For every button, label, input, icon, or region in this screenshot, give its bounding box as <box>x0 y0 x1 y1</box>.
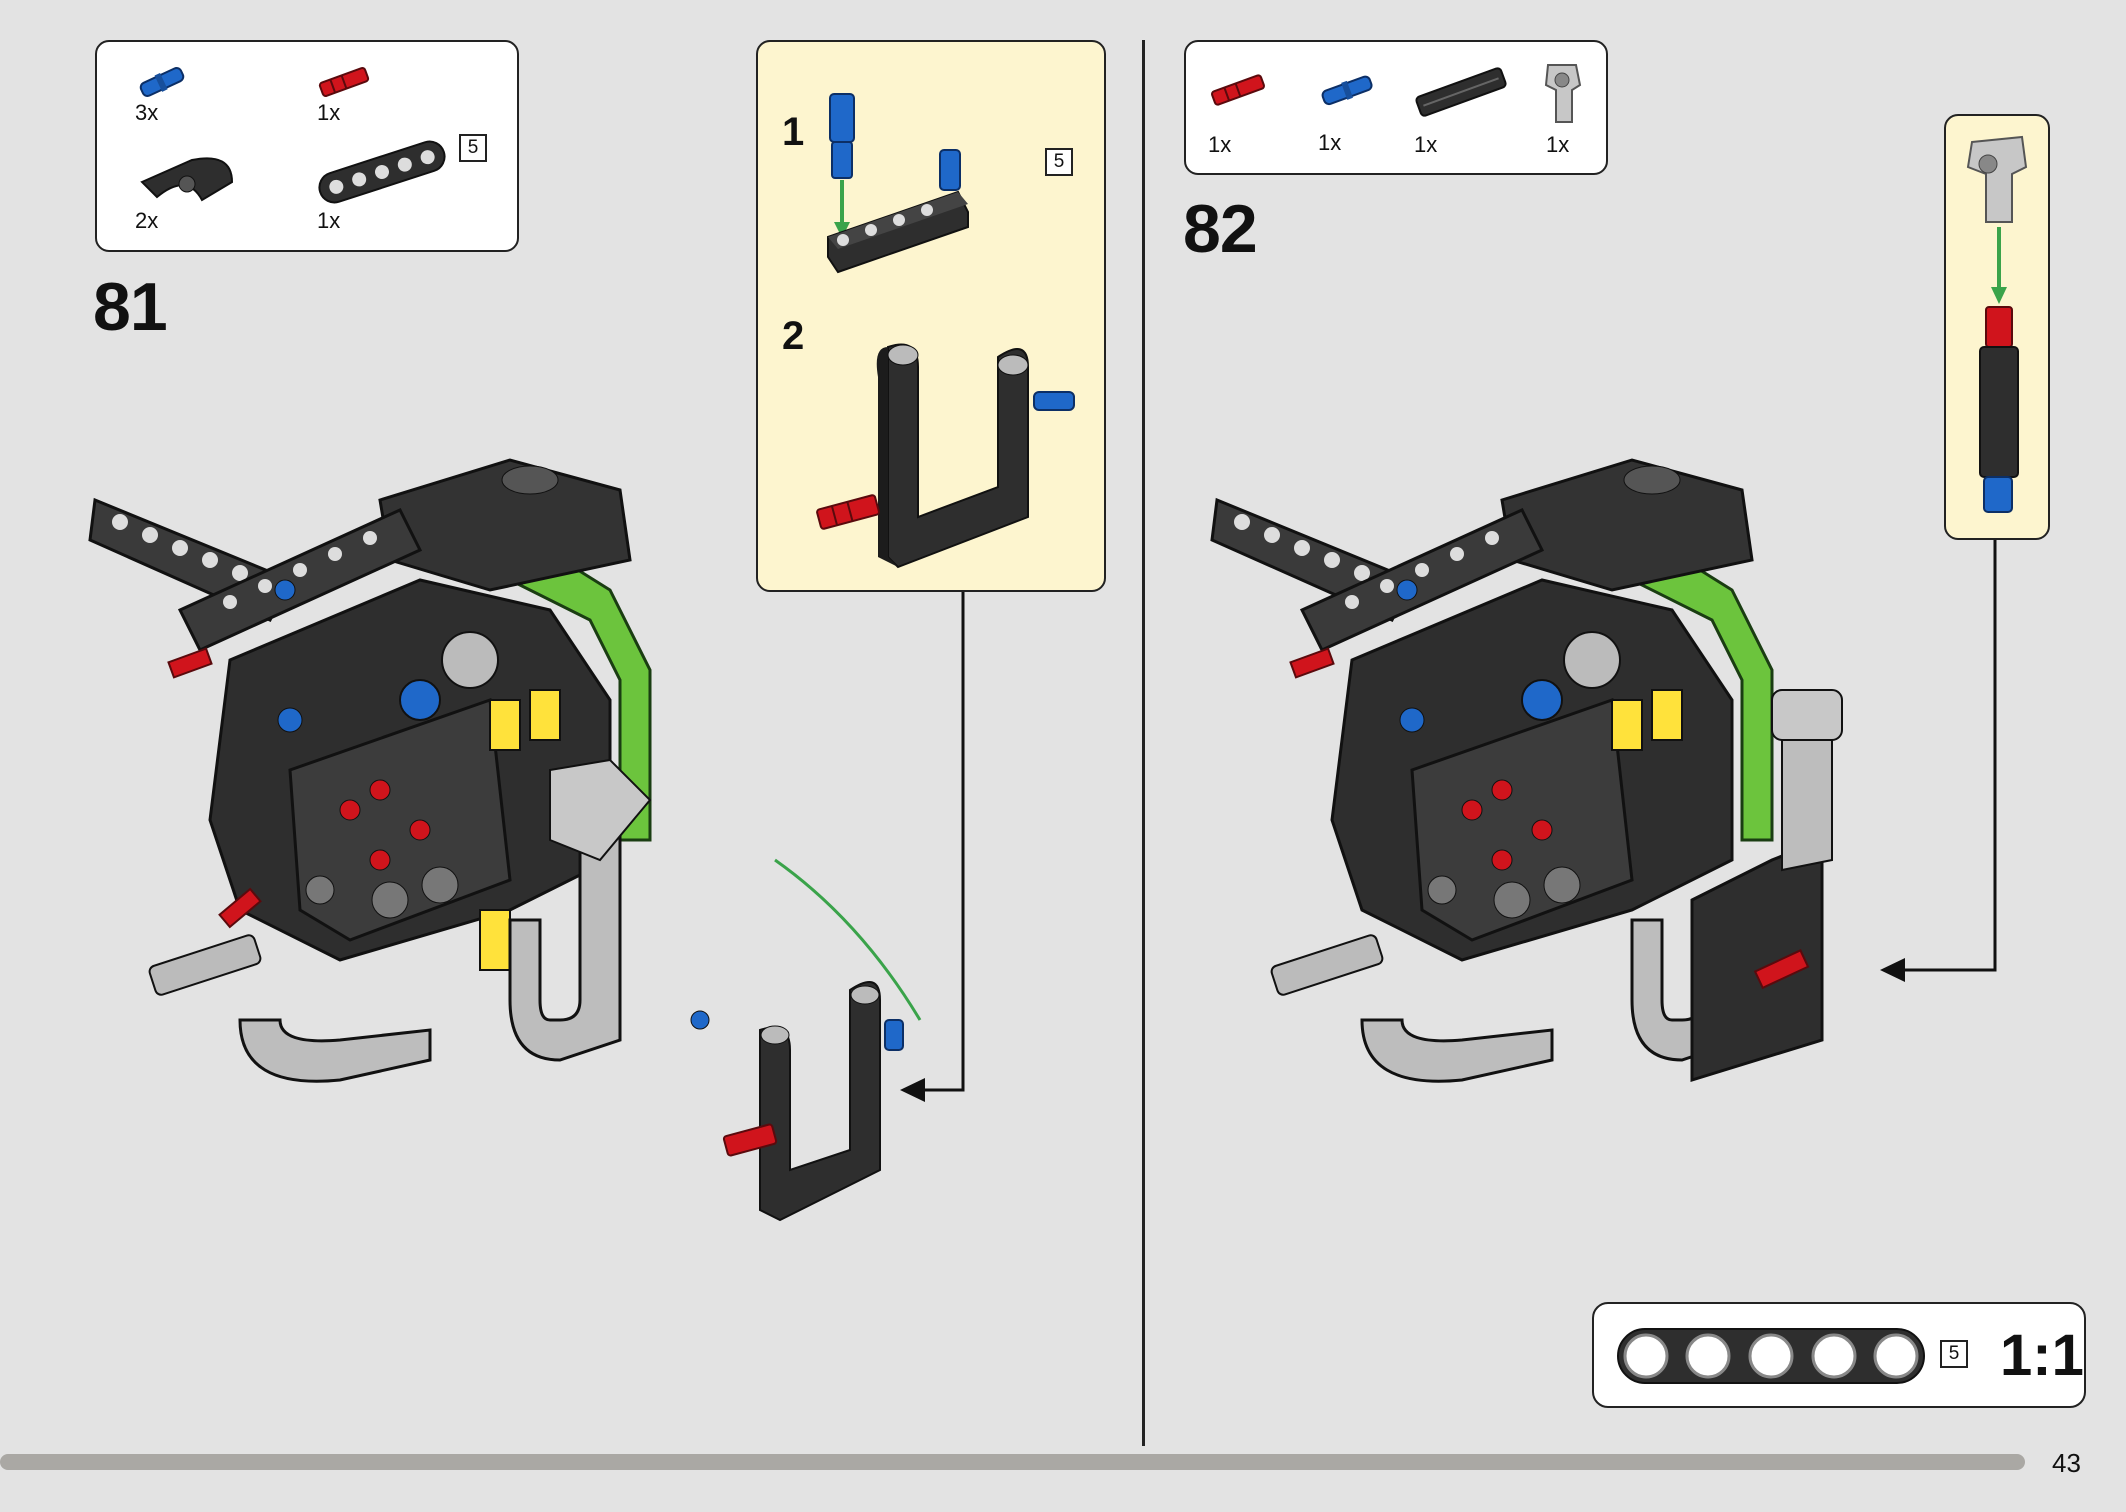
part-qty: 2x <box>135 208 159 233</box>
parts-list-step-81: 3x 1x 2x 5 1x <box>95 40 519 252</box>
model-assembly-81 <box>88 458 710 1083</box>
beam-5-scale-icon <box>1617 1328 1925 1384</box>
beam-length-label: 5 <box>1045 148 1073 176</box>
part-qty: 1x <box>317 208 341 233</box>
black-beam-5-icon <box>318 140 446 204</box>
part-qty: 1x <box>1318 130 1342 155</box>
black-axle-icon <box>1415 67 1507 117</box>
progress-bar <box>0 1454 2025 1470</box>
black-curved-panel-icon <box>140 157 234 202</box>
page-number: 43 <box>2052 1448 2081 1478</box>
substep-number-2: 2 <box>782 314 805 358</box>
red-axle-pin-icon <box>318 67 370 97</box>
sub-assembly-box: 1 5 2 <box>756 40 1106 592</box>
detached-u-bracket <box>722 981 904 1222</box>
parts-list-step-82: 1x 1x 1x 1x <box>1184 40 1608 175</box>
scale-ratio-label: 1:1 <box>2000 1323 2084 1388</box>
substep-number-1: 1 <box>782 110 805 154</box>
scale-length-label: 5 <box>1940 1340 1968 1368</box>
part-qty: 1x <box>1546 132 1570 157</box>
part-qty: 1x <box>1208 132 1232 157</box>
model-assembly-82 <box>1210 458 1843 1083</box>
red-axle-pin-icon <box>1211 74 1265 106</box>
part-qty: 1x <box>1414 132 1438 157</box>
connector-axle-assembly <box>1966 135 2028 513</box>
callout-arrow <box>1880 540 1997 982</box>
blue-pin-icon <box>139 67 185 97</box>
callout-arrow <box>774 592 965 1102</box>
part-qty: 3x <box>135 100 159 125</box>
page-divider <box>1142 40 1145 1446</box>
scale-reference-box: 5 1:1 <box>1592 1302 2086 1408</box>
blue-pin-icon <box>1321 75 1373 106</box>
grey-connector-icon <box>1544 64 1582 123</box>
beam-length-label: 5 <box>459 134 487 162</box>
sub-assembly-box <box>1944 114 2050 540</box>
substep-1-illustration <box>827 93 969 274</box>
part-qty: 1x <box>317 100 341 125</box>
step-number-82: 82 <box>1183 191 1258 267</box>
step-number-81: 81 <box>93 269 168 345</box>
substep-2-illustration <box>816 343 1075 569</box>
